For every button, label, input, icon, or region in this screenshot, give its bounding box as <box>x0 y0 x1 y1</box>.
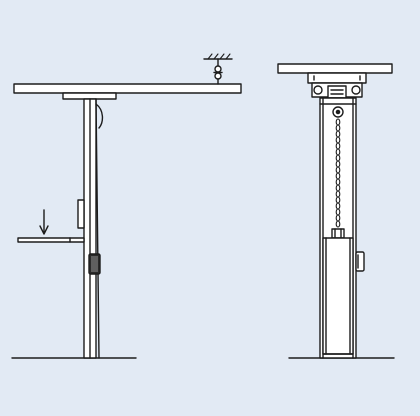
side-view-column <box>83 98 100 359</box>
front-view-counterweight <box>331 228 345 239</box>
front-view-inner-column <box>322 237 354 355</box>
front-view <box>277 63 395 359</box>
side-view <box>11 53 242 359</box>
chain-link <box>335 220 341 228</box>
side-view-ceiling-anchor <box>203 53 233 85</box>
side-view-table-top <box>13 83 242 94</box>
side-view-control-box <box>88 253 101 275</box>
side-view-cable <box>95 103 104 129</box>
down-arrow-icon <box>39 209 49 235</box>
side-view-shelf <box>17 237 85 243</box>
side-view-top-bracket <box>62 92 117 100</box>
side-view-upper-clamp <box>77 199 85 229</box>
front-view-chain <box>335 118 341 228</box>
front-view-table-top <box>277 63 393 74</box>
front-view-side-handle <box>355 251 365 272</box>
